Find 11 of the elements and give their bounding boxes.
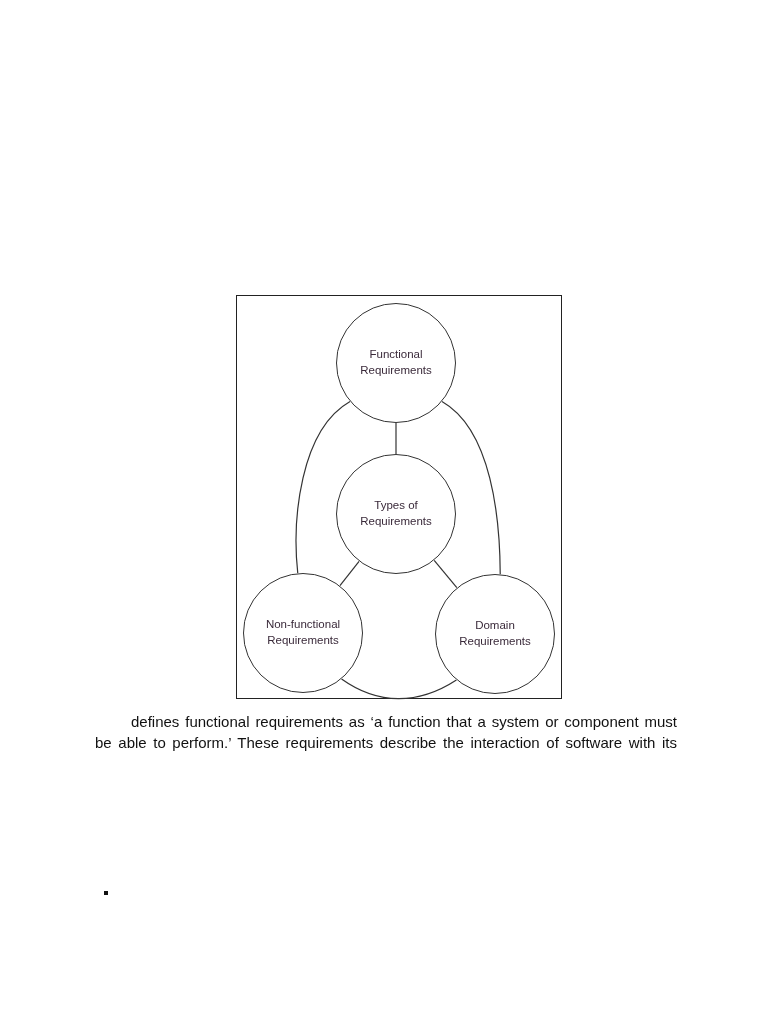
connector-line xyxy=(340,678,458,700)
connector-line xyxy=(441,400,501,575)
circle-label: Non-functional Requirements xyxy=(264,617,342,648)
body-paragraph: defines functional requirements as ‘a function that a system or component must be able to perform.’ These requirements describe the interaction of software with its xyxy=(95,712,677,753)
circle-label: Functional Requirements xyxy=(359,347,433,378)
connector-line xyxy=(395,422,397,455)
connector-line xyxy=(339,560,360,587)
connector-line xyxy=(295,400,351,574)
connector-line xyxy=(433,559,458,589)
circle-label: Domain Requirements xyxy=(458,618,532,649)
circle-label: Types of Requirements xyxy=(359,498,433,529)
